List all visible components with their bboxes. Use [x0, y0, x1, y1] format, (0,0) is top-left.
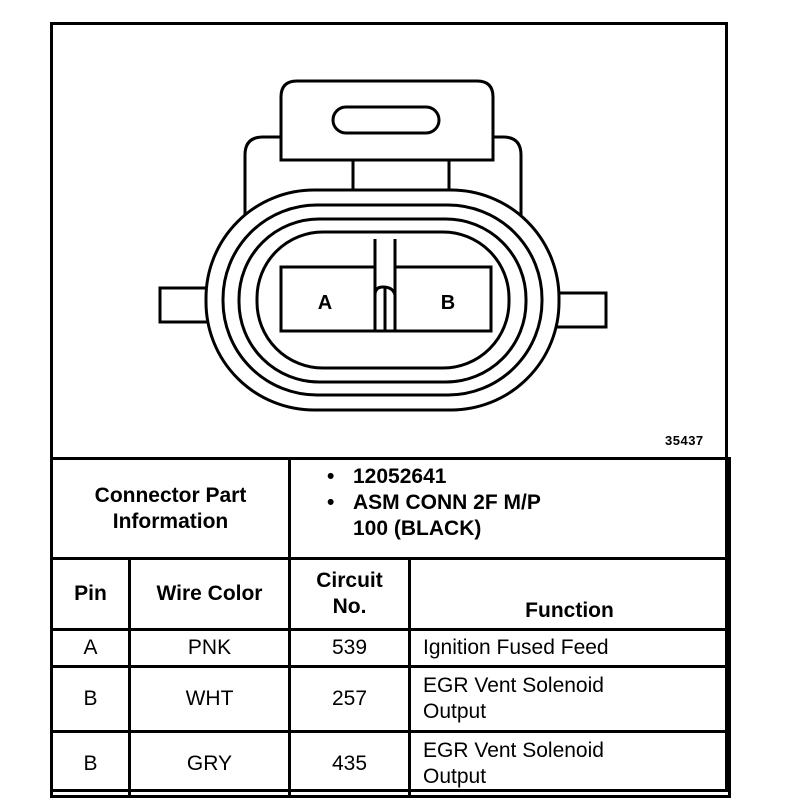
function-line2: Output — [423, 700, 487, 723]
part-info-row: Connector Part Information • 12052641 • AS… — [50, 457, 731, 560]
function-cell: EGR Vent Solenoid Output — [408, 730, 731, 798]
right-ear — [554, 291, 608, 329]
function-line2: Output — [423, 765, 487, 788]
pin-cell: B — [50, 730, 131, 798]
pin-b-label: B — [441, 292, 455, 314]
part-label-line2: Information — [112, 509, 229, 533]
circuit-cell: 435 — [288, 730, 411, 798]
part-description-cont: 100 (BLACK) — [353, 517, 482, 540]
connector-info-table: Connector Part Information • 12052641 • AS… — [50, 457, 731, 798]
circuit-header-line1: Circuit — [316, 569, 383, 592]
figure-number: 35437 — [665, 433, 704, 448]
pin-a-label: A — [318, 292, 332, 314]
latch-slot — [331, 105, 441, 135]
function-header: Function — [408, 557, 731, 631]
circuit-header-line2: No. — [332, 595, 367, 618]
wire-color-cell: WHT — [128, 665, 291, 733]
pin-cell: A — [50, 628, 131, 668]
wire-color-cell: GRY — [128, 730, 291, 798]
circuit-cell: 539 — [288, 628, 411, 668]
function-line1: Ignition Fused Feed — [423, 636, 609, 659]
part-description-line: • ASM CONN 2F M/P — [327, 490, 728, 516]
table-row: B GRY 435 EGR Vent Solenoid Output — [50, 730, 731, 798]
table-header-row: Pin Wire Color Circuit No. Function — [50, 557, 731, 631]
circuit-header: Circuit No. — [288, 557, 411, 631]
wire-color-header: Wire Color — [128, 557, 291, 631]
connector-diagram: A B 35437 — [53, 25, 725, 457]
function-cell: EGR Vent Solenoid Output — [408, 665, 731, 733]
function-line1: EGR Vent Solenoid — [423, 674, 604, 697]
circuit-cell: 257 — [288, 665, 411, 733]
left-ear — [158, 286, 212, 324]
latch-neck — [351, 158, 451, 192]
connector-frame: A B 35437 Connector Part Information • 12… — [50, 22, 731, 798]
pin-header: Pin — [50, 557, 131, 631]
wire-color-cell: PNK — [128, 628, 291, 668]
table-row: A PNK 539 Ignition Fused Feed — [50, 628, 731, 668]
part-description-line2: 100 (BLACK) — [327, 516, 728, 542]
function-cell: Ignition Fused Feed — [408, 628, 731, 668]
part-info-label: Connector Part Information — [50, 457, 291, 560]
key-separator — [373, 239, 397, 296]
connector-drawing: A B — [158, 79, 608, 412]
table-row: B WHT 257 EGR Vent Solenoid Output — [50, 665, 731, 733]
part-info-values: • 12052641 • ASM CONN 2F M/P 100 (BLACK) — [288, 457, 731, 560]
part-number-line: • 12052641 — [327, 464, 728, 490]
part-description: ASM CONN 2F M/P — [353, 491, 541, 514]
bullet-icon: • — [327, 491, 335, 514]
pin-cell: B — [50, 665, 131, 733]
part-label-line1: Connector Part — [94, 483, 247, 507]
part-number: 12052641 — [353, 465, 447, 488]
function-line1: EGR Vent Solenoid — [423, 739, 604, 762]
bullet-icon: • — [327, 465, 335, 488]
key-divider — [373, 275, 397, 331]
